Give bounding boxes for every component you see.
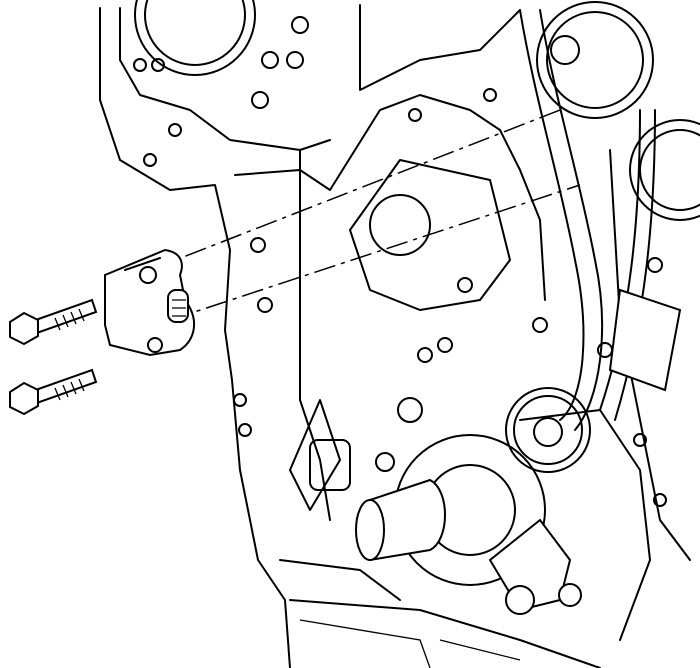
camshaft-sprockets [134,0,700,221]
alignment-lines [149,109,581,321]
tensioner-bolt-upper [9,298,98,346]
oil-pump [355,397,582,615]
timing-chain [519,9,682,431]
engine-block [99,4,691,668]
timing-chain-tensioner [104,248,195,357]
tensioner-bolt-lower [9,368,98,416]
block-holes [133,16,667,507]
crankshaft-sprocket [505,387,591,473]
